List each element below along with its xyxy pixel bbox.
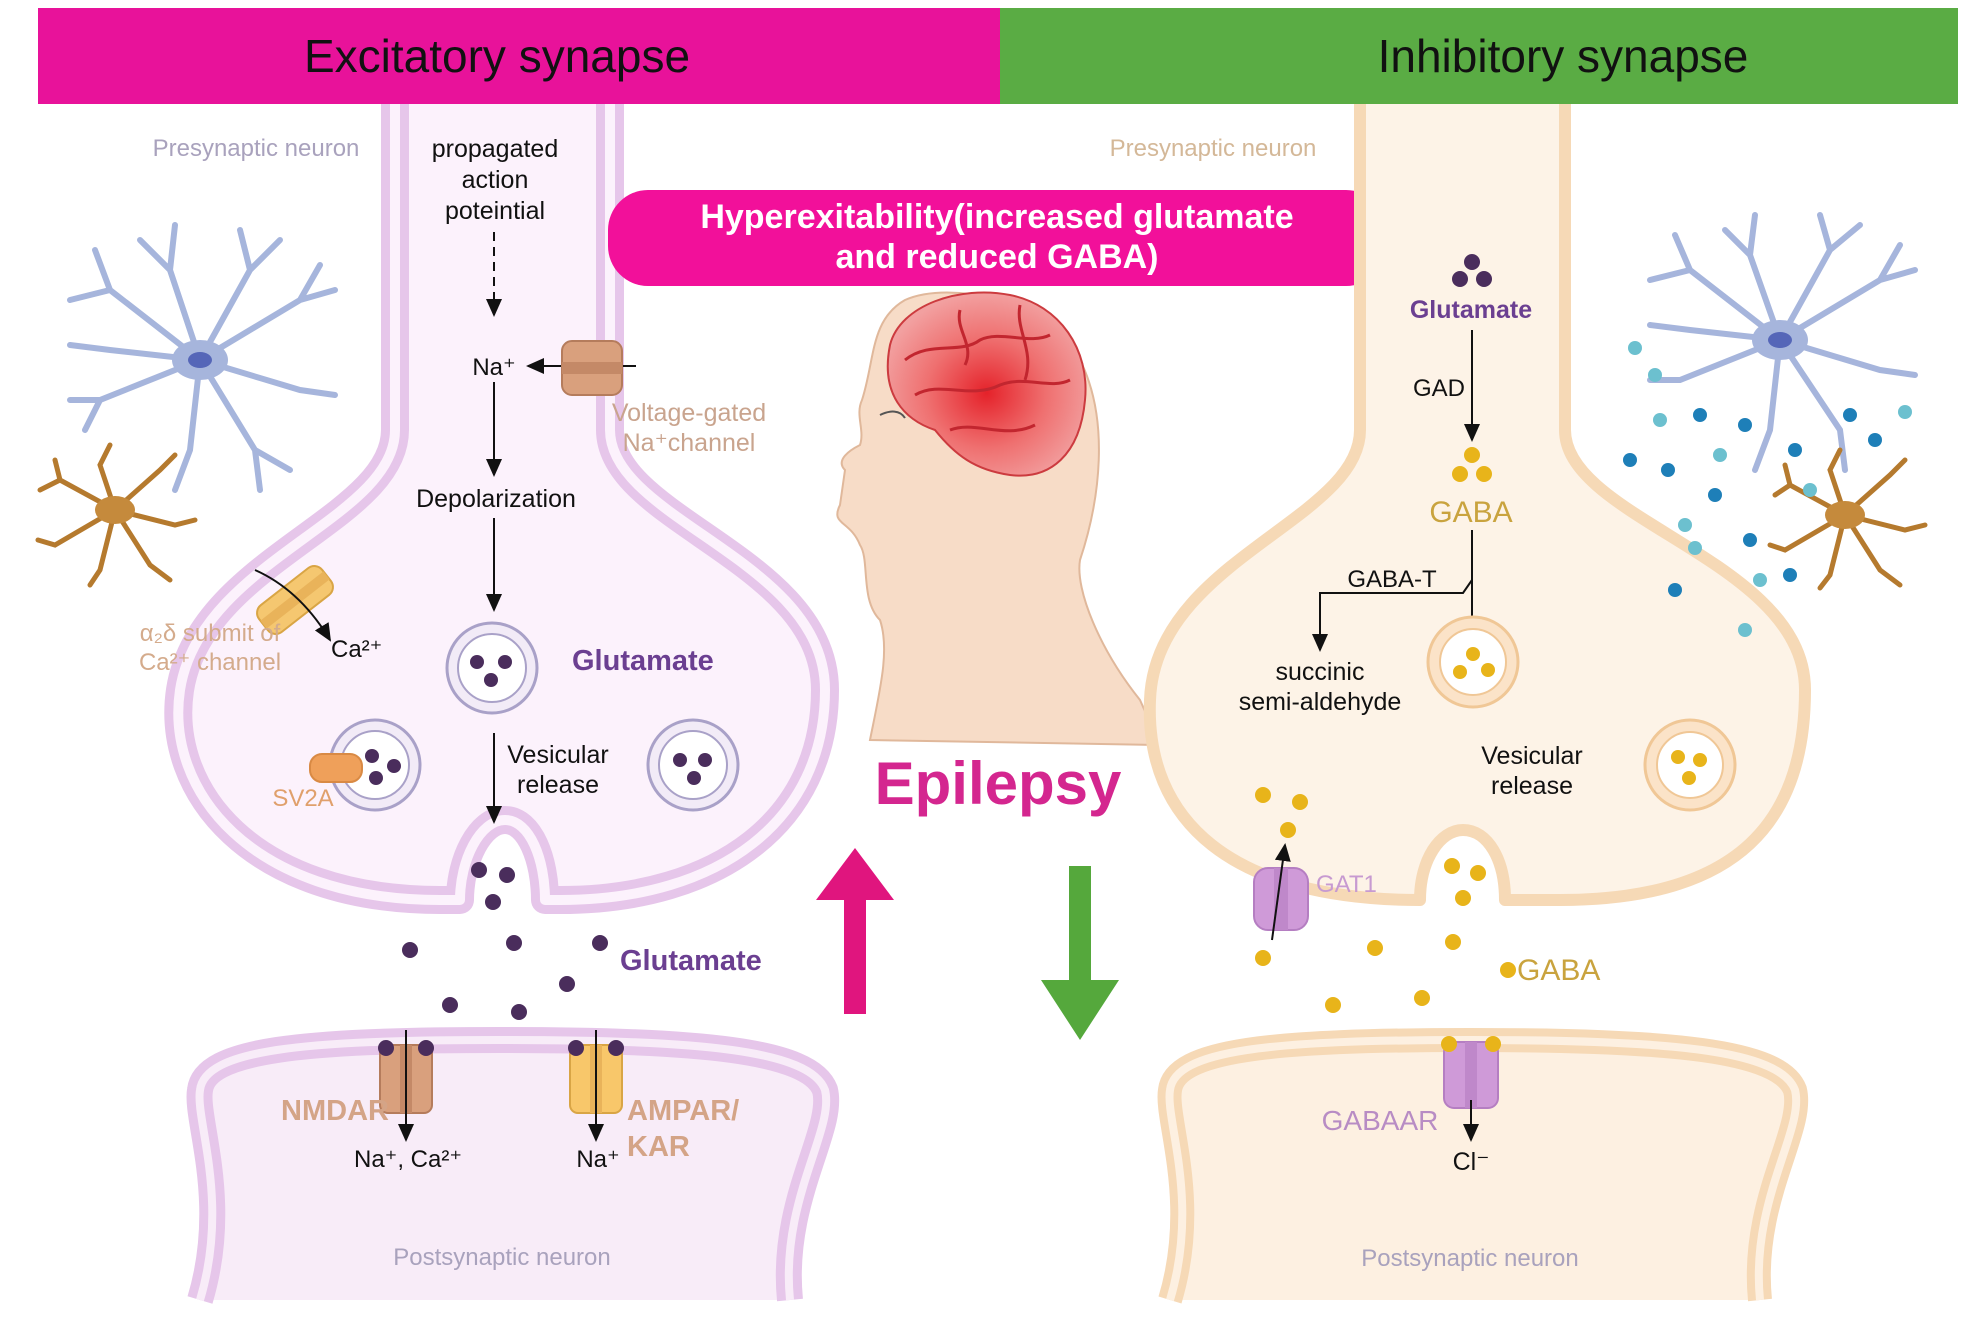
- inhibitory-title: Inhibitory synapse: [1378, 30, 1749, 82]
- hyperexcitability-banner: [608, 190, 1386, 286]
- voltage-gated-na-channel: [561, 340, 623, 396]
- chloride-ion-label: Cl⁻: [1453, 1148, 1490, 1176]
- gat1-reuptake-arrow: [1271, 843, 1291, 941]
- inhibitory-vesicular-release-label-1: Vesicular: [1481, 742, 1582, 770]
- excitatory-presynaptic-label: Presynaptic neuron: [153, 135, 360, 162]
- decrease-arrow-icon: [1041, 866, 1119, 1040]
- inhibitory-header-bar: [1000, 8, 1958, 104]
- gat1-transporter: [1253, 867, 1309, 931]
- depolarization-label: Depolarization: [416, 485, 576, 513]
- excitatory-header-bar: [38, 8, 1000, 104]
- inhibitory-presynaptic-neuron: [1143, 104, 1811, 906]
- inhibitory-postsynaptic-label: Postsynaptic neuron: [1361, 1245, 1578, 1272]
- ampar-ions-label: Na⁺: [576, 1146, 619, 1173]
- na-ion-label: Na⁺: [472, 354, 515, 381]
- voltage-gated-channel-label-2: Na⁺channel: [623, 429, 756, 457]
- banner-text-2: and reduced GABA): [835, 238, 1158, 276]
- action-potential-label-1: propagated: [432, 135, 559, 163]
- extracellular-molecules: [1623, 341, 1912, 637]
- gaba-vesicle-right: [1643, 718, 1737, 812]
- inhibitory-synapse: Presynaptic neuron Glutamate GAD GABA GA…: [1110, 104, 1928, 1304]
- voltage-gated-channel-label-1: Voltage-gated: [612, 399, 766, 427]
- glutamate-vesicle-main: [445, 621, 539, 715]
- sv2a-label: SV2A: [272, 785, 333, 812]
- gabaar-receptor: [1441, 1036, 1501, 1109]
- center-panel: Hyperexitability(increased glutamate and…: [608, 190, 1386, 1040]
- excitatory-title: Excitatory synapse: [304, 30, 690, 82]
- ampar-label-1: AMPAR/: [627, 1095, 739, 1127]
- inhibitory-glutamate-label: Glutamate: [1410, 296, 1532, 324]
- a2d-label-1: α₂δ submit of: [140, 620, 281, 647]
- sv2a-vesicle: [328, 718, 422, 812]
- inhibitory-presynaptic-label: Presynaptic neuron: [1110, 135, 1317, 162]
- epilepsy-label: Epilepsy: [875, 750, 1122, 817]
- nmdar-label: NMDAR: [281, 1095, 389, 1127]
- nmdar-ions-label: Na⁺, Ca²⁺: [354, 1146, 462, 1173]
- astrocyte-blue-right: [1647, 212, 1918, 473]
- vesicular-release-label-2: release: [517, 771, 599, 799]
- sv2a-protein: [309, 753, 363, 783]
- a2d-label-2: Ca²⁺ channel: [139, 649, 281, 676]
- gabaar-label: GABAAR: [1322, 1105, 1439, 1136]
- action-potential-label-2: action: [462, 166, 529, 194]
- vesicular-release-label-1: Vesicular: [507, 741, 608, 769]
- gaba-molecule-icon: [1452, 447, 1492, 482]
- vesicle-glutamate-label: Glutamate: [572, 645, 714, 677]
- action-potential-label-3: poteintial: [445, 197, 545, 225]
- ssa-label-1: succinic: [1276, 658, 1365, 686]
- astrocyte-blue-left: [67, 222, 338, 493]
- glutamate-molecule-icon: [1452, 254, 1492, 287]
- excitatory-postsynaptic-label: Postsynaptic neuron: [393, 1244, 610, 1271]
- banner-text-1: Hyperexitability(increased glutamate: [700, 198, 1293, 236]
- header: Excitatory synapse Inhibitory synapse: [38, 8, 1958, 104]
- inhibitory-vesicular-release-label-2: release: [1491, 772, 1573, 800]
- ssa-label-2: semi-aldehyde: [1239, 688, 1402, 716]
- calcium-ion-label: Ca²⁺: [331, 636, 382, 663]
- glutamate-vesicle-right: [646, 718, 740, 812]
- gaba-t-label: GABA-T: [1347, 566, 1437, 593]
- microglia-brown-right: [1767, 447, 1928, 591]
- gaba-t-arrow: [1312, 579, 1473, 652]
- inhibitory-gaba-label: GABA: [1429, 496, 1512, 529]
- microglia-brown-left: [35, 442, 198, 588]
- gat1-label: GAT1: [1316, 871, 1377, 898]
- cleft-gaba-label: GABA: [1517, 954, 1600, 987]
- gaba-vesicle-main: [1426, 615, 1520, 709]
- ampar-label-2: KAR: [627, 1131, 690, 1163]
- cleft-glutamate: [402, 862, 608, 1020]
- increase-arrow-icon: [816, 848, 894, 1014]
- calcium-influx-arrow: [254, 569, 332, 642]
- cleft-gaba: [1255, 787, 1516, 1013]
- cleft-glutamate-label: Glutamate: [620, 945, 762, 977]
- head-with-brain-illustration: [836, 291, 1162, 747]
- gad-label: GAD: [1413, 375, 1465, 402]
- excitatory-synapse: Presynaptic neuron propagated action pot…: [35, 104, 840, 1304]
